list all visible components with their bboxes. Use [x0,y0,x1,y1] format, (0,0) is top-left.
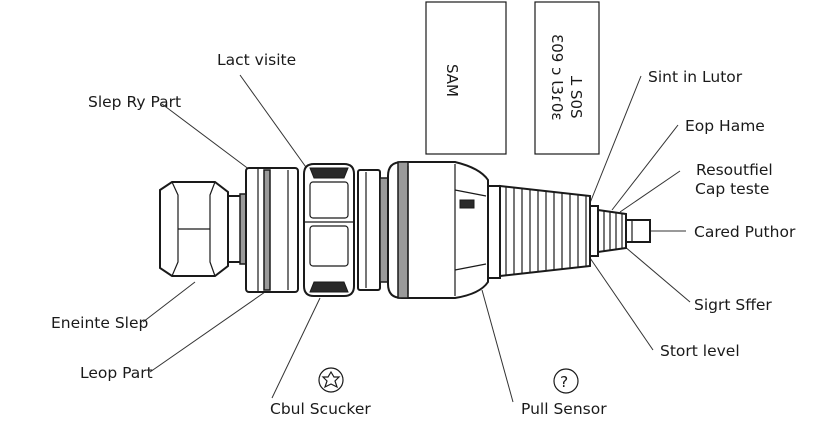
label-pull-sensor: Pull Sensor [521,400,607,418]
leader-leop-part [149,291,266,373]
label-sint-in-lutor: Sint in Lutor [648,68,743,86]
leader-sigrt-sffer [623,245,691,303]
label-box-right: Ɛ09 ɔ Ɩ3ɾ0ɛ ꓕ S0S [534,1,600,155]
leader-resoutfiel [619,170,681,213]
ring-washer-part [245,167,299,293]
label-sigrt-sffer: Sigrt Sffer [694,296,772,314]
gear-badge-icon [318,367,344,393]
label-cbul-scucker: Cbul Scucker [270,400,371,418]
question-icon: ? [553,368,579,394]
threaded-tip-part [589,205,651,257]
label-cared-puthor: Cared Puthor [694,223,796,241]
cage-clip-part [303,163,355,297]
label-box-right-text-1: Ɛ09 ɔ Ɩ3ɾ0ɛ [548,34,566,121]
label-stort-level: Stort level [660,342,740,360]
leader-sint-in-lutor [589,75,642,204]
label-slep-ry-part: Slep Ry Part [88,93,181,111]
spacer-ring-part [357,169,389,291]
main-body-part [387,161,501,299]
label-box-left: SAM [425,1,507,155]
leader-cbul-scucker [271,297,321,399]
label-eneinte-slep: Eneinte Slep [51,314,148,332]
label-cap-teste: Cap teste [695,180,769,198]
leader-pull-sensor [481,289,514,403]
label-resoutfiel: Resoutfiel [696,161,773,179]
label-box-right-text-2: ꓕ S0S [567,75,585,119]
leader-eop-hame [611,124,679,211]
corrugated-sleeve-part [499,184,591,278]
leader-lact-visite [239,74,309,171]
label-box-left-text: SAM [443,64,461,97]
leader-lines [142,74,691,403]
question-icon-glyph: ? [560,373,568,391]
leader-slep-ry-part [161,103,251,171]
label-leop-part: Leop Part [80,364,153,382]
label-lact-visite: Lact visite [217,51,296,69]
label-eop-hame: Eop Hame [685,117,765,135]
leader-eneinte-slep [142,281,196,323]
hex-nut-part [159,181,249,277]
leader-stort-level [589,257,654,351]
